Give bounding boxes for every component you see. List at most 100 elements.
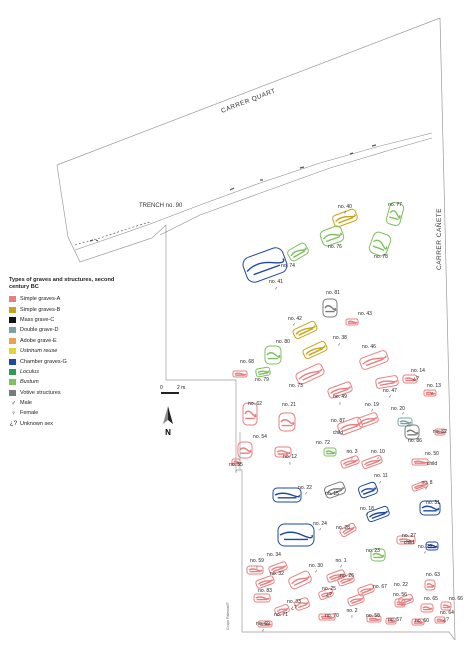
skeleton-remains [326,486,345,496]
grave-label: no. 52 [433,429,447,435]
scale-length: 2 m [177,385,185,391]
grave-label: child [427,461,438,467]
grave-outline [302,340,328,360]
skeleton-remains [255,596,270,601]
grave-label: no. 71 [274,612,288,618]
grave-sex-symbol: ♂ [401,411,405,417]
skeleton-remains [422,606,433,611]
grave-sex-symbol: ♂ [376,456,380,462]
grave-outline [396,535,416,545]
grave-shape [327,381,353,399]
grave-label: no. 20 [391,406,405,412]
grave-outline [357,583,375,597]
legend-sex-item: ♀Female [9,408,127,418]
skeleton-remains [339,577,354,584]
skeleton-remains [276,450,291,455]
grave-label: no. 87 [331,418,345,424]
grave-outline [419,500,441,516]
trench-90 [74,132,433,251]
grave-sex-symbol: ¿? [413,376,419,382]
grave-shape [420,603,434,613]
skeleton-remains [404,377,417,382]
legend-label: Simple graves-A [20,296,61,303]
grave-shape [274,604,290,616]
legend-swatch [9,348,16,355]
grave-outline [359,350,389,370]
skeleton-remains [372,552,385,559]
legend-label: Loculus [20,368,39,375]
grave-label: no. 38 [333,335,347,341]
grave-shape [318,613,336,621]
grave-sex-symbol: ¿? [291,605,297,611]
grave-sex-symbol: ♀ [255,565,259,571]
north-arrow-shade [163,406,168,424]
skeleton-remains [280,419,295,427]
skeleton-remains [324,305,337,313]
skeleton-remains [291,575,310,586]
scale-zero: 0 [160,385,163,391]
grave-label: no. 22 [394,582,408,588]
skeleton-remains [427,544,438,549]
grave-outline [292,320,318,340]
graves-layer [231,202,452,628]
grave-sex-symbol: ¿? [443,617,449,623]
grave-outline [253,593,271,603]
grave-label: no. 86 [408,438,422,444]
grave-outline [318,613,336,621]
skeleton-remains [320,615,335,619]
grave-outline [366,615,382,623]
grave-shape [272,487,302,503]
grave-sex-symbol: ¿? [326,592,332,598]
grave-label: no. 11 [374,473,388,479]
grave-sex-symbol: ♂ [261,628,265,634]
grave-outline [278,412,296,432]
grave-shape [385,202,405,226]
grave-sex-symbol: child [404,540,415,546]
skeleton-remains [342,526,355,535]
grave-label: no. 1 [335,558,346,564]
skeleton-remains [320,591,333,598]
grave-sex-symbol: ♂ [318,527,322,533]
skeleton-remains [413,460,428,464]
skeleton-remains [248,568,263,573]
grave-shape [237,441,253,459]
skeleton-remains [259,622,272,626]
skeleton-remains [266,352,281,360]
grave-outline [337,573,355,587]
grave-shape [274,446,292,458]
skeleton-remains [426,583,435,588]
legend-label: Unknown sex [20,420,54,427]
grave-outline [375,375,399,389]
grave-label: no. 54 [253,434,267,440]
grave-shape [440,601,452,611]
grave-shape [319,225,345,247]
legend-swatch [9,368,16,375]
grave-label: no. 63 [426,572,440,578]
skeleton-remains [279,531,313,541]
skeleton-remains [233,460,240,464]
grave-shape [361,454,383,470]
grave-outline [370,548,386,562]
grave-outline [402,374,418,384]
skeleton-remains [325,450,336,455]
grave-outline [424,579,436,591]
legend: Types of graves and structures, second c… [9,277,127,429]
grave-shape [337,416,363,436]
grave-shape [411,618,425,626]
grave-shape [375,375,399,389]
grave-outline [272,487,302,503]
grave-label: child [333,430,344,436]
grave-outline [385,202,405,226]
grave-shape [231,458,241,466]
skeleton-remains [290,247,307,259]
legend-item: Bustum [9,377,127,387]
grave-shape [357,412,379,428]
skeleton-remains [400,597,413,604]
north-arrow: N [163,406,173,437]
legend-sex-item: ♂Male [9,398,127,408]
legend-item: Simple graves-A [9,294,127,304]
grave-label: no. 26 [340,573,354,579]
grave-label: no. 41 [269,279,283,285]
skeleton-remains [359,587,374,594]
skeleton-remains [372,239,388,251]
